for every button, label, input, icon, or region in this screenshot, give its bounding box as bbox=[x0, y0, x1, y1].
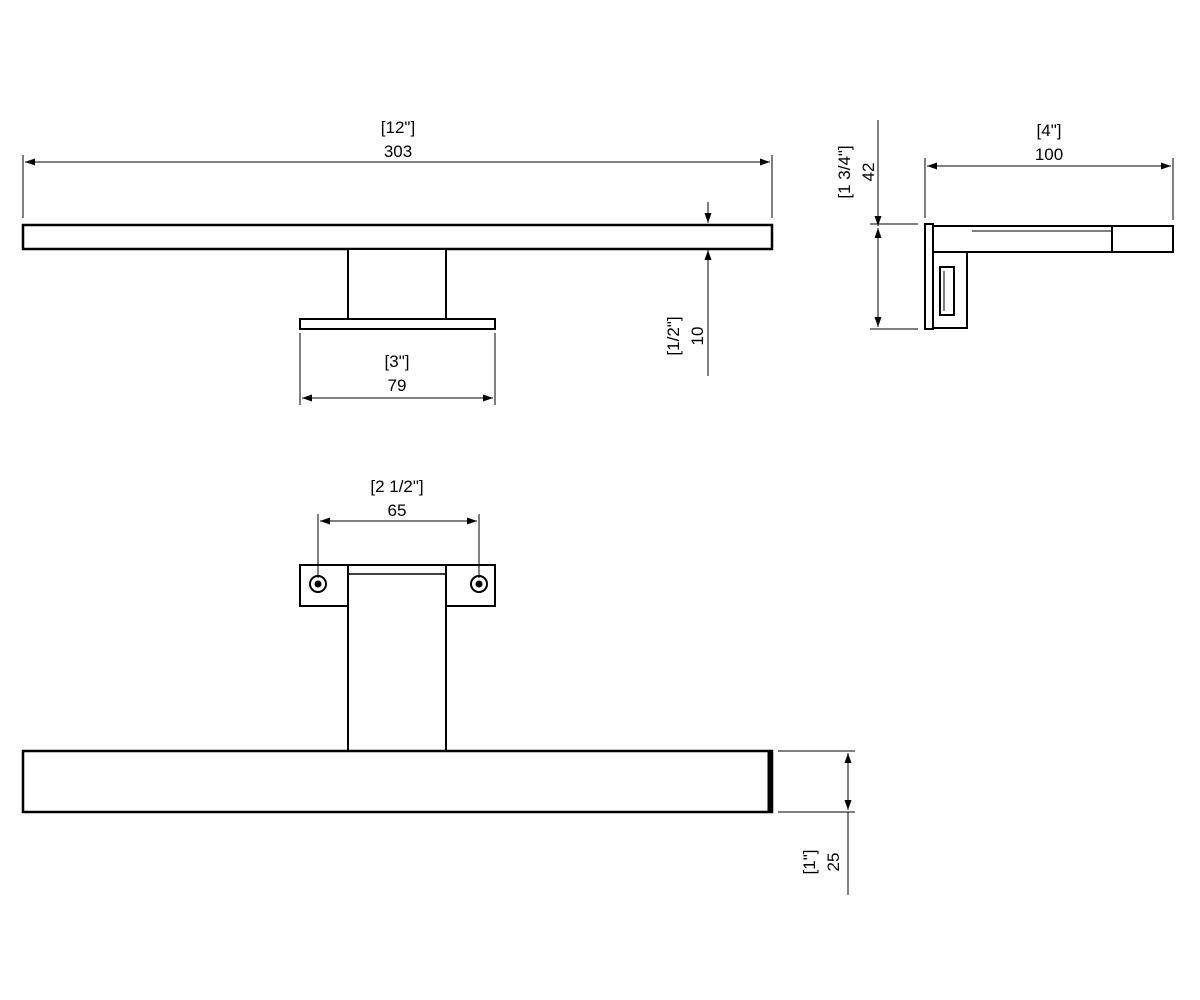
front-width-inch-label: [12"] bbox=[381, 118, 415, 137]
top-bar-depth-inch-label: [1"] bbox=[800, 850, 819, 875]
front-width-mm-label: 303 bbox=[384, 142, 412, 161]
front-base-width-inch-label: [3"] bbox=[385, 352, 410, 371]
front-thickness-dimension: [1/2"] 10 bbox=[664, 202, 712, 376]
front-base-width-dimension: [3"] 79 bbox=[299, 333, 496, 405]
top-hole-spacing-inch-label: [2 1/2"] bbox=[370, 477, 423, 496]
side-view: [1 3/4"] 42 [4"] 100 bbox=[835, 120, 1174, 330]
side-depth-dimension: [4"] 100 bbox=[924, 121, 1174, 220]
front-base-width-mm-label: 79 bbox=[388, 376, 407, 395]
front-width-dimension: [12"] 303 bbox=[22, 118, 773, 218]
top-screw-hole-right bbox=[470, 575, 488, 593]
side-depth-mm-label: 100 bbox=[1035, 145, 1063, 164]
side-height-inch-label: [1 3/4"] bbox=[835, 145, 854, 198]
side-height-mm-label: 42 bbox=[859, 163, 878, 182]
side-mount-slot bbox=[939, 266, 955, 316]
top-bar-depth-dimension: [1"] 25 bbox=[778, 750, 855, 895]
front-base-plate bbox=[299, 318, 496, 330]
front-stem bbox=[347, 248, 447, 320]
front-thickness-mm-label: 10 bbox=[688, 327, 707, 346]
top-hole-spacing-dimension: [2 1/2"] 65 bbox=[317, 477, 480, 578]
front-thickness-inch-label: [1/2"] bbox=[664, 316, 683, 355]
side-depth-inch-label: [4"] bbox=[1037, 121, 1062, 140]
top-bar-depth-mm-label: 25 bbox=[824, 853, 843, 872]
top-view: [2 1/2"] 65 [1"] 25 bbox=[21, 477, 855, 895]
front-light-bar bbox=[21, 223, 774, 251]
top-hole-spacing-mm-label: 65 bbox=[388, 501, 407, 520]
side-wall-plate bbox=[924, 223, 934, 330]
front-view: [12"] 303 [3"] 79 [1/2"] 10 bbox=[21, 118, 774, 405]
top-screw-hole-left bbox=[309, 575, 327, 593]
side-arm bbox=[932, 225, 1174, 253]
side-height-dimension: [1 3/4"] 42 bbox=[835, 120, 918, 330]
top-arm bbox=[347, 564, 447, 753]
top-light-bar bbox=[21, 749, 774, 814]
